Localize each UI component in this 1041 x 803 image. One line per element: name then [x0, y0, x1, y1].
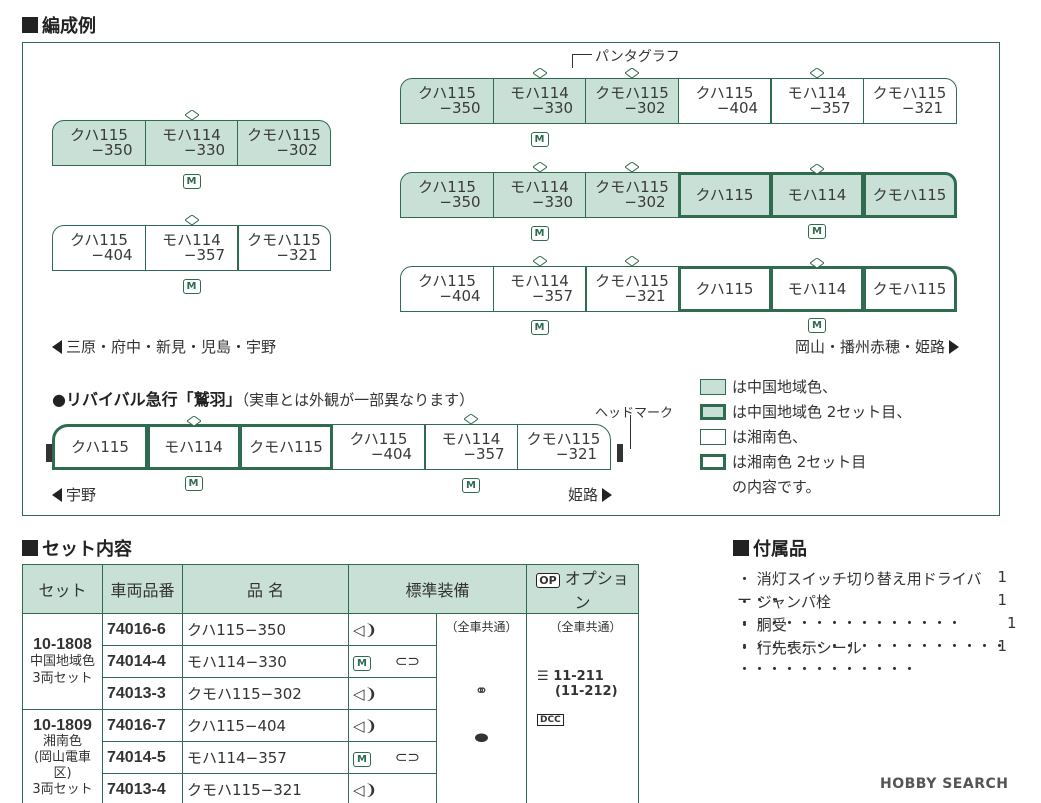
- motor-icon: M: [808, 318, 826, 333]
- pantograph-icon: [625, 256, 639, 266]
- pantograph-icon: [625, 68, 639, 78]
- car-kumoha: クモハ115−321: [516, 424, 611, 470]
- pantograph-icon: [810, 258, 824, 268]
- pantograph-icon: [532, 162, 547, 172]
- arrow-right-icon: [602, 487, 613, 502]
- headlight-icon: ◁❩: [353, 780, 378, 799]
- formation-panel: [22, 42, 1000, 516]
- motor-icon: M: [462, 478, 480, 493]
- legend-item: は中国地域色、: [700, 376, 837, 397]
- set-contents-heading: セット内容: [22, 535, 132, 561]
- car-kumoha: クモハ115−321: [237, 225, 331, 271]
- car-kumoha: クモハ115: [862, 266, 957, 312]
- route-revival-right: 姫路: [568, 484, 613, 505]
- arrow-left-icon: [52, 487, 62, 502]
- watermark: HOBBY SEARCH: [880, 776, 1009, 792]
- headlight-icon: ◁❩: [353, 684, 378, 703]
- coupler-icon: ⚭: [474, 681, 489, 700]
- pantograph-icon: [532, 256, 547, 266]
- coupler-hook-icon: ⬬: [474, 728, 489, 747]
- car-kumoha: クモハ115−302: [237, 120, 331, 166]
- legend-item: は中国地域色 2セット目、: [700, 401, 911, 422]
- route-right: 岡山・播州赤穂・姫路: [795, 336, 960, 357]
- car-kumoha: クモハ115−302: [585, 68, 679, 124]
- car-kumoha: クモハ115: [239, 424, 333, 470]
- route-revival-left: 宇野: [52, 484, 96, 505]
- flywheel-icon: ⊂⊃: [394, 652, 420, 670]
- formation-heading: 編成例: [22, 12, 96, 38]
- car-kumoha: クモハ115−321: [862, 78, 957, 124]
- arrow-left-icon: [52, 339, 62, 354]
- room-light-icon: ☰: [537, 669, 549, 684]
- motor-icon: M: [530, 132, 549, 147]
- pantograph-icon: [810, 164, 824, 174]
- flywheel-icon: ⊂⊃: [394, 748, 420, 766]
- legend-item: は湘南色 2セット目: [700, 451, 866, 472]
- car-kuha: クハ115: [52, 424, 148, 470]
- motor-icon: M: [353, 656, 371, 671]
- motor-icon: M: [184, 476, 203, 491]
- pantograph-icon: [184, 215, 199, 225]
- accessory-item: ・ ジャンパ栓 ・・・・・・・・・・・・・・・1: [737, 591, 1007, 632]
- car-kuha: クハ115−404: [677, 78, 772, 124]
- car-kumoha: クモハ115: [862, 172, 957, 218]
- car-kumoha: クモハ115−321: [585, 256, 679, 312]
- headlight-icon: ◁❩: [353, 620, 378, 639]
- car-kuha: クハ115: [677, 266, 772, 312]
- accessory-item: ・ 胴受 ・・・・・・・・・・・・・・・・・・1: [737, 614, 1017, 655]
- option-icon: OP: [536, 573, 560, 588]
- car-kumoha: クモハ115−302: [585, 162, 679, 218]
- legend-item: は湘南色、: [700, 426, 807, 447]
- car-kuha: クハ115−350: [52, 120, 146, 166]
- car-kuha: クハ115−350: [400, 172, 494, 218]
- motor-icon: M: [530, 320, 549, 335]
- accessory-item: ・ 消灯スイッチ切り替え用ドライバー・・1: [737, 568, 1007, 609]
- pantograph-icon: [810, 68, 824, 78]
- motor-icon: M: [182, 174, 201, 189]
- legend-item: の内容です。: [732, 478, 821, 496]
- motor-icon: M: [808, 224, 826, 239]
- motor-icon: M: [353, 752, 371, 767]
- car-kuha: クハ115−404: [400, 266, 494, 312]
- car-moha: モハ114−357: [770, 68, 864, 124]
- car-kuha: クハ115: [677, 172, 772, 218]
- motor-icon: M: [182, 279, 201, 294]
- car-kuha: クハ115−350: [400, 78, 494, 124]
- pantograph-icon: [532, 68, 547, 78]
- pantograph-icon: [625, 162, 639, 172]
- headlight-icon: ◁❩: [353, 716, 378, 735]
- revival-title: ●リバイバル急行「鷲羽」（実車とは外観が一部異なります）: [52, 390, 475, 409]
- motor-icon: M: [530, 226, 549, 241]
- accessory-item: ・ 行先表示シール ・・・・・・・・・・・・1: [737, 637, 1007, 678]
- route-left: 三原・府中・新見・児島・宇野: [52, 336, 276, 357]
- pantograph-icon: [184, 110, 199, 120]
- dcc-icon: DCC: [537, 714, 564, 726]
- car-kuha: クハ115−404: [52, 225, 146, 271]
- accessories-heading: 付属品: [733, 535, 807, 561]
- arrow-right-icon: [949, 339, 960, 354]
- pantograph-icon: [186, 416, 201, 426]
- headmark-label: ヘッドマーク: [595, 406, 674, 421]
- pantograph-label: パンタグラフ: [595, 49, 680, 65]
- pantograph-icon: [464, 414, 478, 424]
- car-kuha: クハ115−404: [331, 424, 426, 470]
